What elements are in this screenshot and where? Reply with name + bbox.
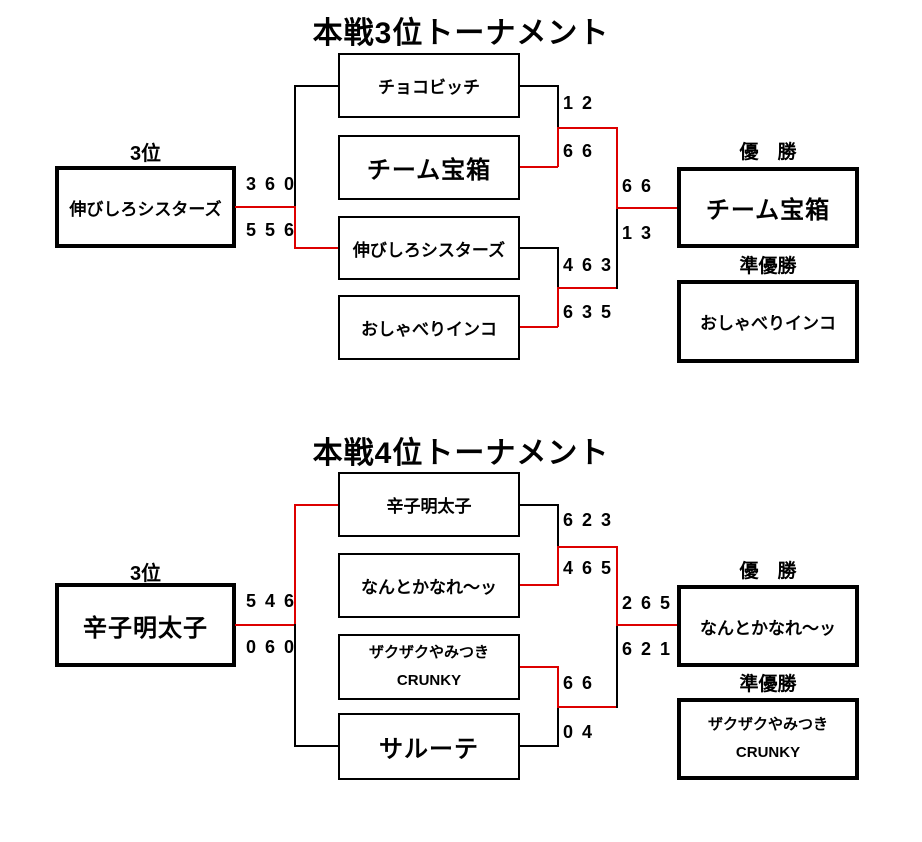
bracket2-sf2-top-score: 6 6 xyxy=(563,673,595,693)
bracket2-final-bottom-score: 6 2 1 xyxy=(622,639,673,659)
winner-line-segment xyxy=(616,207,677,209)
bracket1-champion-box: チーム宝箱 xyxy=(677,167,859,248)
winner-line-segment xyxy=(616,127,618,208)
bracket1-third-place-label: 3位 xyxy=(129,143,162,165)
bracket1-third-top-score: 3 6 0 xyxy=(246,174,297,194)
bracket1-sf1-top-score: 1 2 xyxy=(563,93,595,113)
bracket1-sf1-top-team: チョコビッチ xyxy=(378,78,480,97)
bracket1-runner-up-team: おしゃべりインコ xyxy=(700,314,836,333)
bracket1-sf2-top-box: 伸びしろシスターズ xyxy=(338,216,520,280)
bracket1-third-place-box: 伸びしろシスターズ xyxy=(55,166,236,248)
bracket1-champion-team: チーム宝箱 xyxy=(705,197,831,224)
bracket2-sf2-top-team-line2: CRUNKY xyxy=(396,672,462,689)
bracket2-sf2-top-team-line1: ザクザクやみつき xyxy=(368,643,489,661)
bracket2-sf2-bottom-team: サルーテ xyxy=(379,736,479,763)
winner-line-segment xyxy=(616,546,618,625)
bracket-line-segment xyxy=(616,207,618,289)
bracket2-sf2-bottom-box: サルーテ xyxy=(338,713,520,780)
winner-line-segment xyxy=(520,666,558,668)
winner-line-segment xyxy=(520,326,558,328)
winner-line-segment xyxy=(557,127,618,129)
bracket2-champion-team: なんとかなれ～ッ xyxy=(700,618,836,638)
winner-line-segment xyxy=(557,706,618,708)
bracket-line-segment xyxy=(520,504,558,506)
bracket1-sf2-bottom-score: 6 3 5 xyxy=(563,302,614,322)
bracket-line-segment xyxy=(557,85,559,128)
bracket1-sf1-bottom-box: チーム宝箱 xyxy=(338,135,520,200)
bracket2-third-bottom-score: 0 6 0 xyxy=(246,637,297,657)
bracket-line-segment xyxy=(294,624,296,746)
bracket2-final-top-score: 2 6 5 xyxy=(622,593,673,613)
winner-line-segment xyxy=(294,247,338,249)
bracket1-runner-up-box: おしゃべりインコ xyxy=(677,280,859,363)
bracket2-third-place-box: 辛子明太子 xyxy=(55,583,236,667)
winner-line-segment xyxy=(235,624,295,626)
winner-line-segment xyxy=(557,127,559,167)
bracket1-third-bottom-score: 5 5 6 xyxy=(246,220,297,240)
bracket-line-segment xyxy=(520,247,558,249)
bracket1-sf1-top-box: チョコビッチ xyxy=(338,53,520,118)
bracket-line-segment xyxy=(616,624,618,708)
bracket2-champion-label: 優 勝 xyxy=(739,561,797,582)
bracket-line-segment xyxy=(557,247,559,289)
bracket2-sf1-bottom-team: なんとかなれ～ッ xyxy=(361,578,497,597)
bracket2-third-top-score: 5 4 6 xyxy=(246,591,297,611)
bracket2-runner-up-team-line1: ザクザクやみつき xyxy=(707,715,828,733)
bracket2-sf1-bottom-score: 4 6 5 xyxy=(563,558,614,578)
bracket1-champion-label: 優 勝 xyxy=(739,142,797,163)
bracket-line-segment xyxy=(294,85,296,207)
bracket1-sf2-bottom-box: おしゃべりインコ xyxy=(338,295,520,360)
bracket1-final-bottom-score: 1 3 xyxy=(622,223,654,243)
bracket-line-segment xyxy=(520,745,558,747)
bracket2-sf1-top-box: 辛子明太子 xyxy=(338,472,520,537)
bracket-line-segment xyxy=(557,706,559,747)
bracket2-runner-up-box: ザクザクやみつき CRUNKY xyxy=(677,698,859,780)
bracket2-sf1-top-score: 6 2 3 xyxy=(563,510,614,530)
bracket1-sf2-top-score: 4 6 3 xyxy=(563,255,614,275)
bracket2-third-place-label: 3位 xyxy=(129,563,162,585)
bracket1-sf1-bottom-team: チーム宝箱 xyxy=(366,157,492,184)
bracket1-sf1-bottom-score: 6 6 xyxy=(563,141,595,161)
bracket2-sf1-bottom-box: なんとかなれ～ッ xyxy=(338,553,520,618)
bracket2-third-place-team: 辛子明太子 xyxy=(83,614,208,642)
winner-line-segment xyxy=(294,504,296,626)
bracket-line-segment xyxy=(520,85,558,87)
bracket2-champion-box: なんとかなれ～ッ xyxy=(677,585,859,667)
bracket1-third-place-team: 伸びしろシスターズ xyxy=(69,199,222,219)
bracket2-sf2-bottom-score: 0 4 xyxy=(563,722,595,742)
bracket1-final-top-score: 6 6 xyxy=(622,176,654,196)
bracket1-title: 本戦3位トーナメント xyxy=(312,17,610,50)
winner-line-segment xyxy=(520,166,558,168)
winner-line-segment xyxy=(294,504,338,506)
winner-line-segment xyxy=(520,584,558,586)
winner-line-segment xyxy=(557,546,618,548)
bracket-line-segment xyxy=(294,745,338,747)
winner-line-segment xyxy=(557,287,559,327)
winner-line-segment xyxy=(235,206,295,208)
bracket1-sf2-bottom-team: おしゃべりインコ xyxy=(361,320,497,339)
bracket2-runner-up-team-line2: CRUNKY xyxy=(735,744,801,761)
winner-line-segment xyxy=(557,287,618,289)
winner-line-segment xyxy=(557,546,559,586)
bracket1-runner-up-label: 準優勝 xyxy=(739,256,797,277)
bracket2-title: 本戦4位トーナメント xyxy=(312,437,610,470)
winner-line-segment xyxy=(616,624,677,626)
winner-line-segment xyxy=(294,206,296,248)
bracket2-sf1-top-team: 辛子明太子 xyxy=(386,497,472,516)
winner-line-segment xyxy=(557,666,559,707)
bracket-line-segment xyxy=(557,504,559,547)
bracket1-sf2-top-team: 伸びしろシスターズ xyxy=(352,240,506,260)
bracket-line-segment xyxy=(294,85,338,87)
bracket2-sf2-top-box: ザクザクやみつき CRUNKY xyxy=(338,634,520,700)
bracket2-runner-up-label: 準優勝 xyxy=(739,674,797,695)
